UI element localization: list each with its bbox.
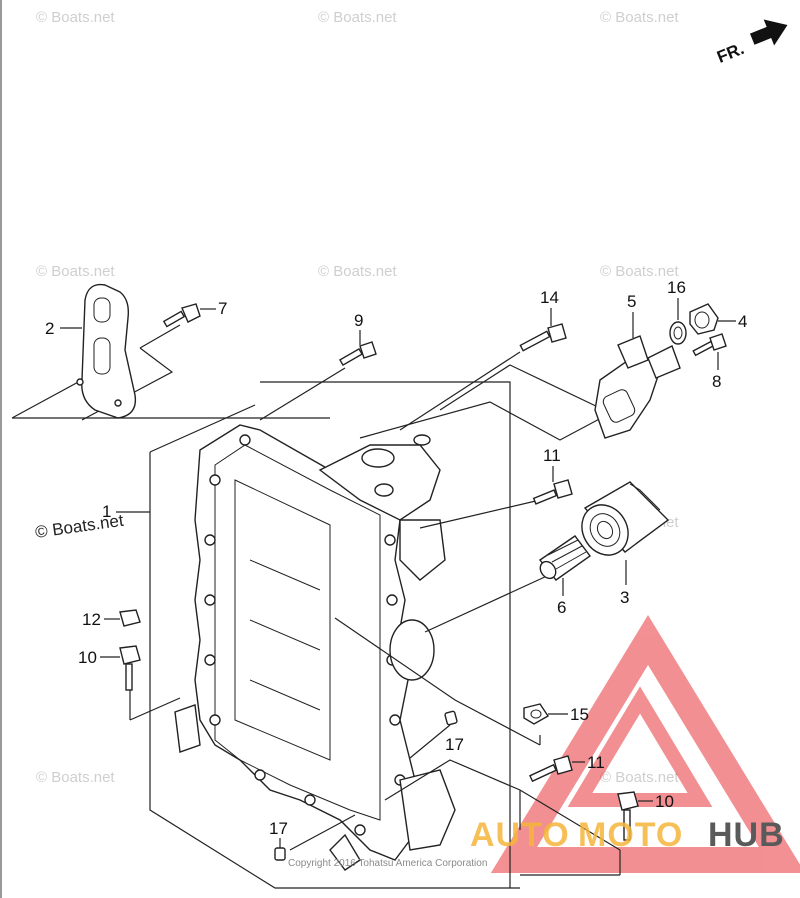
bracket-part-2 bbox=[76, 283, 137, 419]
callout-17-lower: 17 bbox=[269, 819, 288, 838]
brand-logo-mark bbox=[490, 615, 800, 873]
callout-15: 15 bbox=[570, 705, 589, 724]
plug-part-4 bbox=[689, 303, 719, 335]
bolt-part-9 bbox=[339, 341, 377, 367]
dowel-part-17-lower bbox=[274, 847, 286, 861]
brand-auto: AUTO bbox=[470, 816, 570, 854]
callout-10-lower: 10 bbox=[655, 792, 674, 811]
dowel-part-17-upper bbox=[444, 710, 458, 726]
callout-10-left: 10 bbox=[78, 648, 97, 667]
cylinder-block-assembly bbox=[149, 381, 520, 889]
callout-2: 2 bbox=[45, 319, 54, 338]
bolt-holes bbox=[204, 434, 406, 836]
callout-9: 9 bbox=[354, 311, 363, 330]
callout-11-upper: 11 bbox=[543, 446, 561, 465]
callout-7: 7 bbox=[218, 299, 227, 318]
brand-wordmark: AUTO MOTO HUB bbox=[470, 816, 785, 854]
fitting-part-5 bbox=[594, 335, 681, 439]
copyright-notice: Copyright 2016 Tohatsu America Corporati… bbox=[288, 858, 487, 869]
bolt-part-11-upper bbox=[532, 479, 573, 505]
callout-8: 8 bbox=[712, 372, 721, 391]
front-direction-marker: FR. bbox=[714, 19, 788, 67]
callout-5: 5 bbox=[627, 292, 636, 311]
callout-14: 14 bbox=[540, 288, 559, 307]
union-part-6 bbox=[538, 535, 591, 581]
watermark: © Boats.net bbox=[318, 263, 397, 280]
callout-4: 4 bbox=[738, 312, 747, 331]
o-ring-part-16 bbox=[669, 321, 687, 345]
brand-moto: MOTO bbox=[578, 816, 683, 854]
bolt-part-7 bbox=[162, 303, 201, 328]
front-direction-label: FR. bbox=[714, 39, 747, 67]
callout-16: 16 bbox=[667, 278, 686, 297]
watermark: © Boats.net bbox=[318, 9, 397, 26]
bolt-part-10-left bbox=[119, 645, 141, 691]
callout-labels: 1 2 3 4 5 6 7 8 9 10 10 11 11 12 14 15 1… bbox=[45, 278, 747, 848]
callout-11-lower: 11 bbox=[587, 753, 605, 772]
callout-1: 1 bbox=[102, 502, 111, 521]
callout-12: 12 bbox=[82, 610, 101, 629]
brand-hub: HUB bbox=[708, 816, 785, 854]
watermark: © Boats.net bbox=[600, 769, 679, 786]
bolt-part-8 bbox=[692, 333, 727, 357]
leader-lines bbox=[11, 324, 621, 876]
cap-part-12 bbox=[119, 609, 141, 627]
watermark: © Boats.net bbox=[600, 9, 679, 26]
oil-filter-part-3 bbox=[581, 481, 670, 556]
front-direction-arrow-icon bbox=[749, 19, 788, 46]
bolt-part-14 bbox=[519, 323, 567, 352]
watermark: © Boats.net bbox=[36, 769, 115, 786]
callout-6: 6 bbox=[557, 598, 566, 617]
watermark: © Boats.net bbox=[36, 9, 115, 26]
watermark: © Boats.net bbox=[600, 263, 679, 280]
nut-part-15 bbox=[523, 703, 549, 725]
bolt-part-10-lower bbox=[617, 791, 639, 841]
callout-17-upper: 17 bbox=[445, 735, 464, 754]
bolt-part-11-lower bbox=[529, 755, 573, 783]
watermark: © Boats.net bbox=[36, 263, 115, 280]
callout-3: 3 bbox=[620, 588, 629, 607]
